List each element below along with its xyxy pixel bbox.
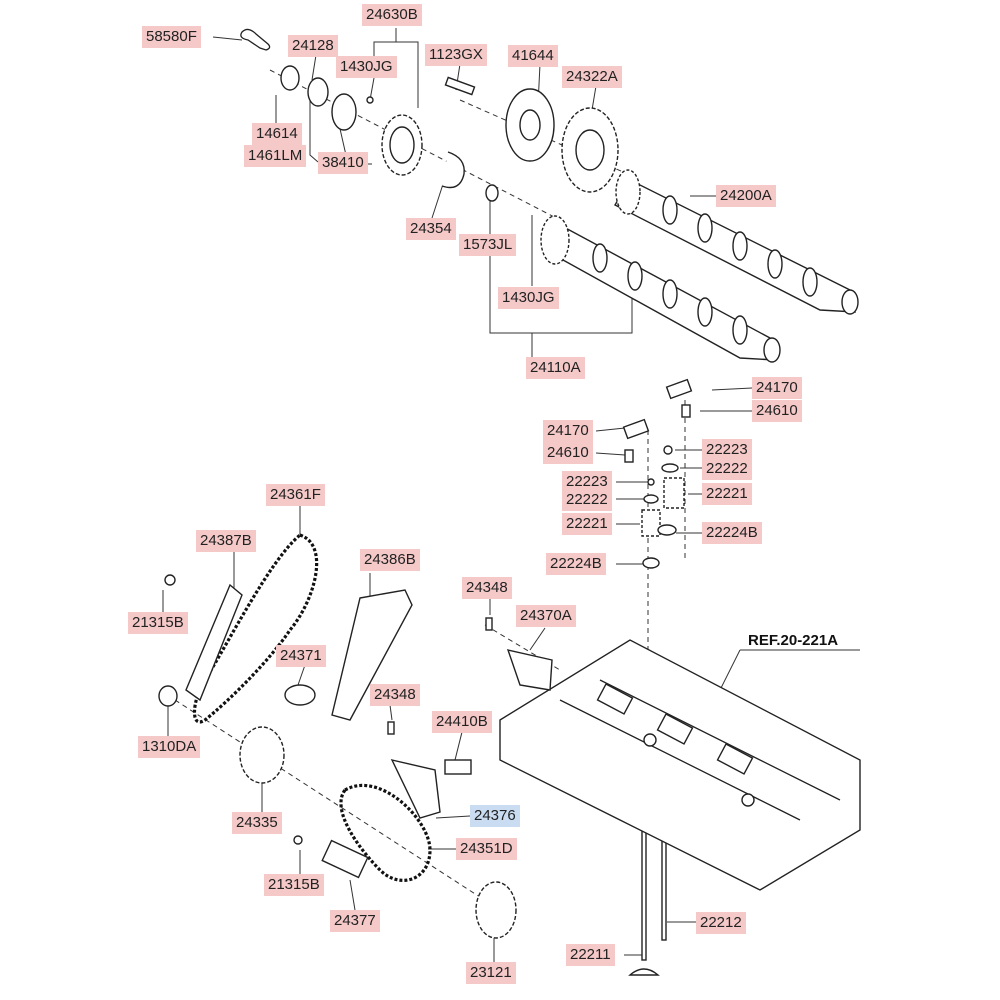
label-24354[interactable]: 24354: [406, 218, 456, 240]
label-24376-selected[interactable]: 24376: [470, 805, 520, 827]
label-14614[interactable]: 14614: [252, 123, 302, 145]
label-24170-upper[interactable]: 24170: [752, 377, 802, 399]
label-24387b[interactable]: 24387B: [196, 530, 256, 552]
label-1430jg-upper[interactable]: 1430JG: [336, 56, 397, 78]
label-22221-left[interactable]: 22221: [562, 513, 612, 535]
label-22224b-left[interactable]: 22224B: [546, 553, 606, 575]
label-21315b-upper[interactable]: 21315B: [128, 612, 188, 634]
label-58580f[interactable]: 58580F: [142, 26, 201, 48]
label-24200a[interactable]: 24200A: [716, 185, 776, 207]
label-1573jl[interactable]: 1573JL: [459, 234, 517, 256]
label-24348-lower[interactable]: 24348: [370, 684, 420, 706]
timing-drive: [158, 533, 553, 939]
label-24630b[interactable]: 24630B: [362, 4, 422, 26]
label-24322a[interactable]: 24322A: [562, 66, 622, 88]
label-24370a[interactable]: 24370A: [516, 605, 576, 627]
label-24610-upper[interactable]: 24610: [752, 400, 802, 422]
label-1430jg-lower[interactable]: 1430JG: [498, 287, 559, 309]
label-1123gx[interactable]: 1123GX: [425, 44, 487, 66]
label-22223-right[interactable]: 22223: [702, 439, 752, 461]
label-41644[interactable]: 41644: [508, 45, 558, 67]
label-24128[interactable]: 24128: [288, 35, 338, 57]
label-24170-lower[interactable]: 24170: [543, 420, 593, 442]
label-24377[interactable]: 24377: [330, 910, 380, 932]
label-21315b-lower[interactable]: 21315B: [264, 874, 324, 896]
label-1461lm[interactable]: 1461LM: [244, 145, 307, 167]
label-1310da[interactable]: 1310DA: [138, 736, 201, 758]
label-22222-right[interactable]: 22222: [702, 458, 752, 480]
label-22222-left[interactable]: 22222: [562, 489, 612, 511]
label-22212[interactable]: 22212: [696, 912, 746, 934]
label-24361f[interactable]: 24361F: [266, 484, 325, 506]
reference-label[interactable]: REF.20-221A: [748, 632, 839, 649]
label-24335[interactable]: 24335: [232, 812, 282, 834]
cylinder-head: [499, 639, 861, 891]
label-23121[interactable]: 23121: [466, 962, 516, 984]
label-24386b[interactable]: 24386B: [360, 549, 420, 571]
label-24348-upper[interactable]: 24348: [462, 577, 512, 599]
camshaft-assembly: [240, 28, 859, 363]
label-24410b[interactable]: 24410B: [432, 711, 492, 733]
label-38410[interactable]: 38410: [318, 152, 368, 174]
label-24110a[interactable]: 24110A: [526, 357, 585, 379]
label-24371[interactable]: 24371: [276, 645, 326, 667]
label-22223-left[interactable]: 22223: [562, 471, 612, 493]
label-22211[interactable]: 22211: [566, 944, 615, 966]
label-24351d[interactable]: 24351D: [456, 838, 517, 860]
label-22224b-right[interactable]: 22224B: [702, 522, 762, 544]
label-22221-right[interactable]: 22221: [702, 483, 752, 505]
label-24610-lower[interactable]: 24610: [543, 442, 593, 464]
